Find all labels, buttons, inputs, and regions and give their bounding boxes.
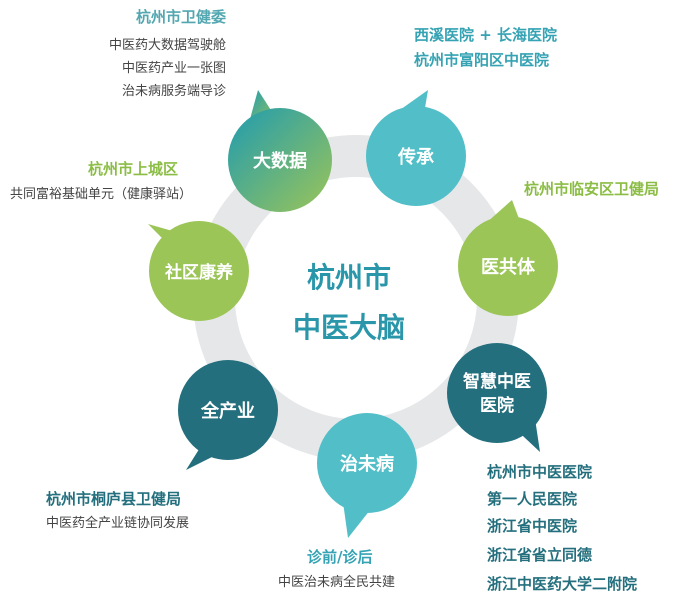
label-bigdata-line3: 治未病服务端导诊 [121,84,226,99]
center-title-line2: 中医大脑 [293,311,406,344]
node-prevent-label: 治未病 [340,453,394,475]
label-industry-title: 杭州市桐庐县卫健局 [46,490,182,508]
node-medgroup-label: 医共体 [481,256,536,278]
label-smart-line3: 浙江省中医院 [487,517,578,535]
node-smart-bubble [447,343,547,443]
node-bigdata[interactable]: 大数据 [228,90,332,212]
node-heritage[interactable]: 传承 [366,90,466,206]
label-smart-line2: 第一人民医院 [487,490,578,508]
label-prevent-sub: 中医治未病全民共建 [278,575,396,590]
node-smart-label-line2: 医院 [480,395,514,416]
node-prevent[interactable]: 治未病 [317,413,417,538]
center-title-line1: 杭州市 [307,261,392,294]
label-community-sub: 共同富裕基础单元（健康驿站） [10,187,193,202]
node-industry-label: 全产业 [200,400,255,422]
label-smart-line5: 浙江中医药大学二附院 [487,575,638,593]
node-industry[interactable]: 全产业 [178,360,278,470]
label-bigdata-line2: 中医药产业一张图 [121,61,226,76]
node-medgroup-bubble [458,216,558,316]
label-bigdata-title: 杭州市卫健委 [135,8,226,26]
label-industry-sub: 中医药全产业链协同发展 [46,516,190,531]
node-industry-bubble [178,360,278,460]
label-medgroup-title: 杭州市临安区卫健局 [524,180,660,198]
node-heritage-label: 传承 [397,146,435,168]
node-community-bubble [149,221,249,321]
node-bigdata-bubble [228,108,332,212]
node-heritage-bubble [366,106,466,206]
label-community-title: 杭州市上城区 [88,160,179,178]
label-smart-line1: 杭州市中医医院 [487,463,593,481]
label-smart-line4: 浙江省省立同德 [487,546,593,564]
node-smart-label-line1: 智慧中医 [463,371,531,392]
node-community-label: 社区康养 [164,262,234,283]
node-community[interactable]: 社区康养 [148,221,249,321]
label-heritage-line2: 杭州市富阳区中医院 [414,51,550,69]
node-prevent-bubble [317,413,417,513]
node-medgroup[interactable]: 医共体 [458,200,558,316]
label-heritage-line1: 西溪医院 + 长海医院 [414,26,558,44]
node-smart[interactable]: 智慧中医 医院 [447,343,547,452]
label-prevent-title: 诊前/诊后 [307,548,373,566]
label-bigdata-line1: 中医药大数据驾驶舱 [108,38,226,53]
node-bigdata-label: 大数据 [253,150,307,172]
